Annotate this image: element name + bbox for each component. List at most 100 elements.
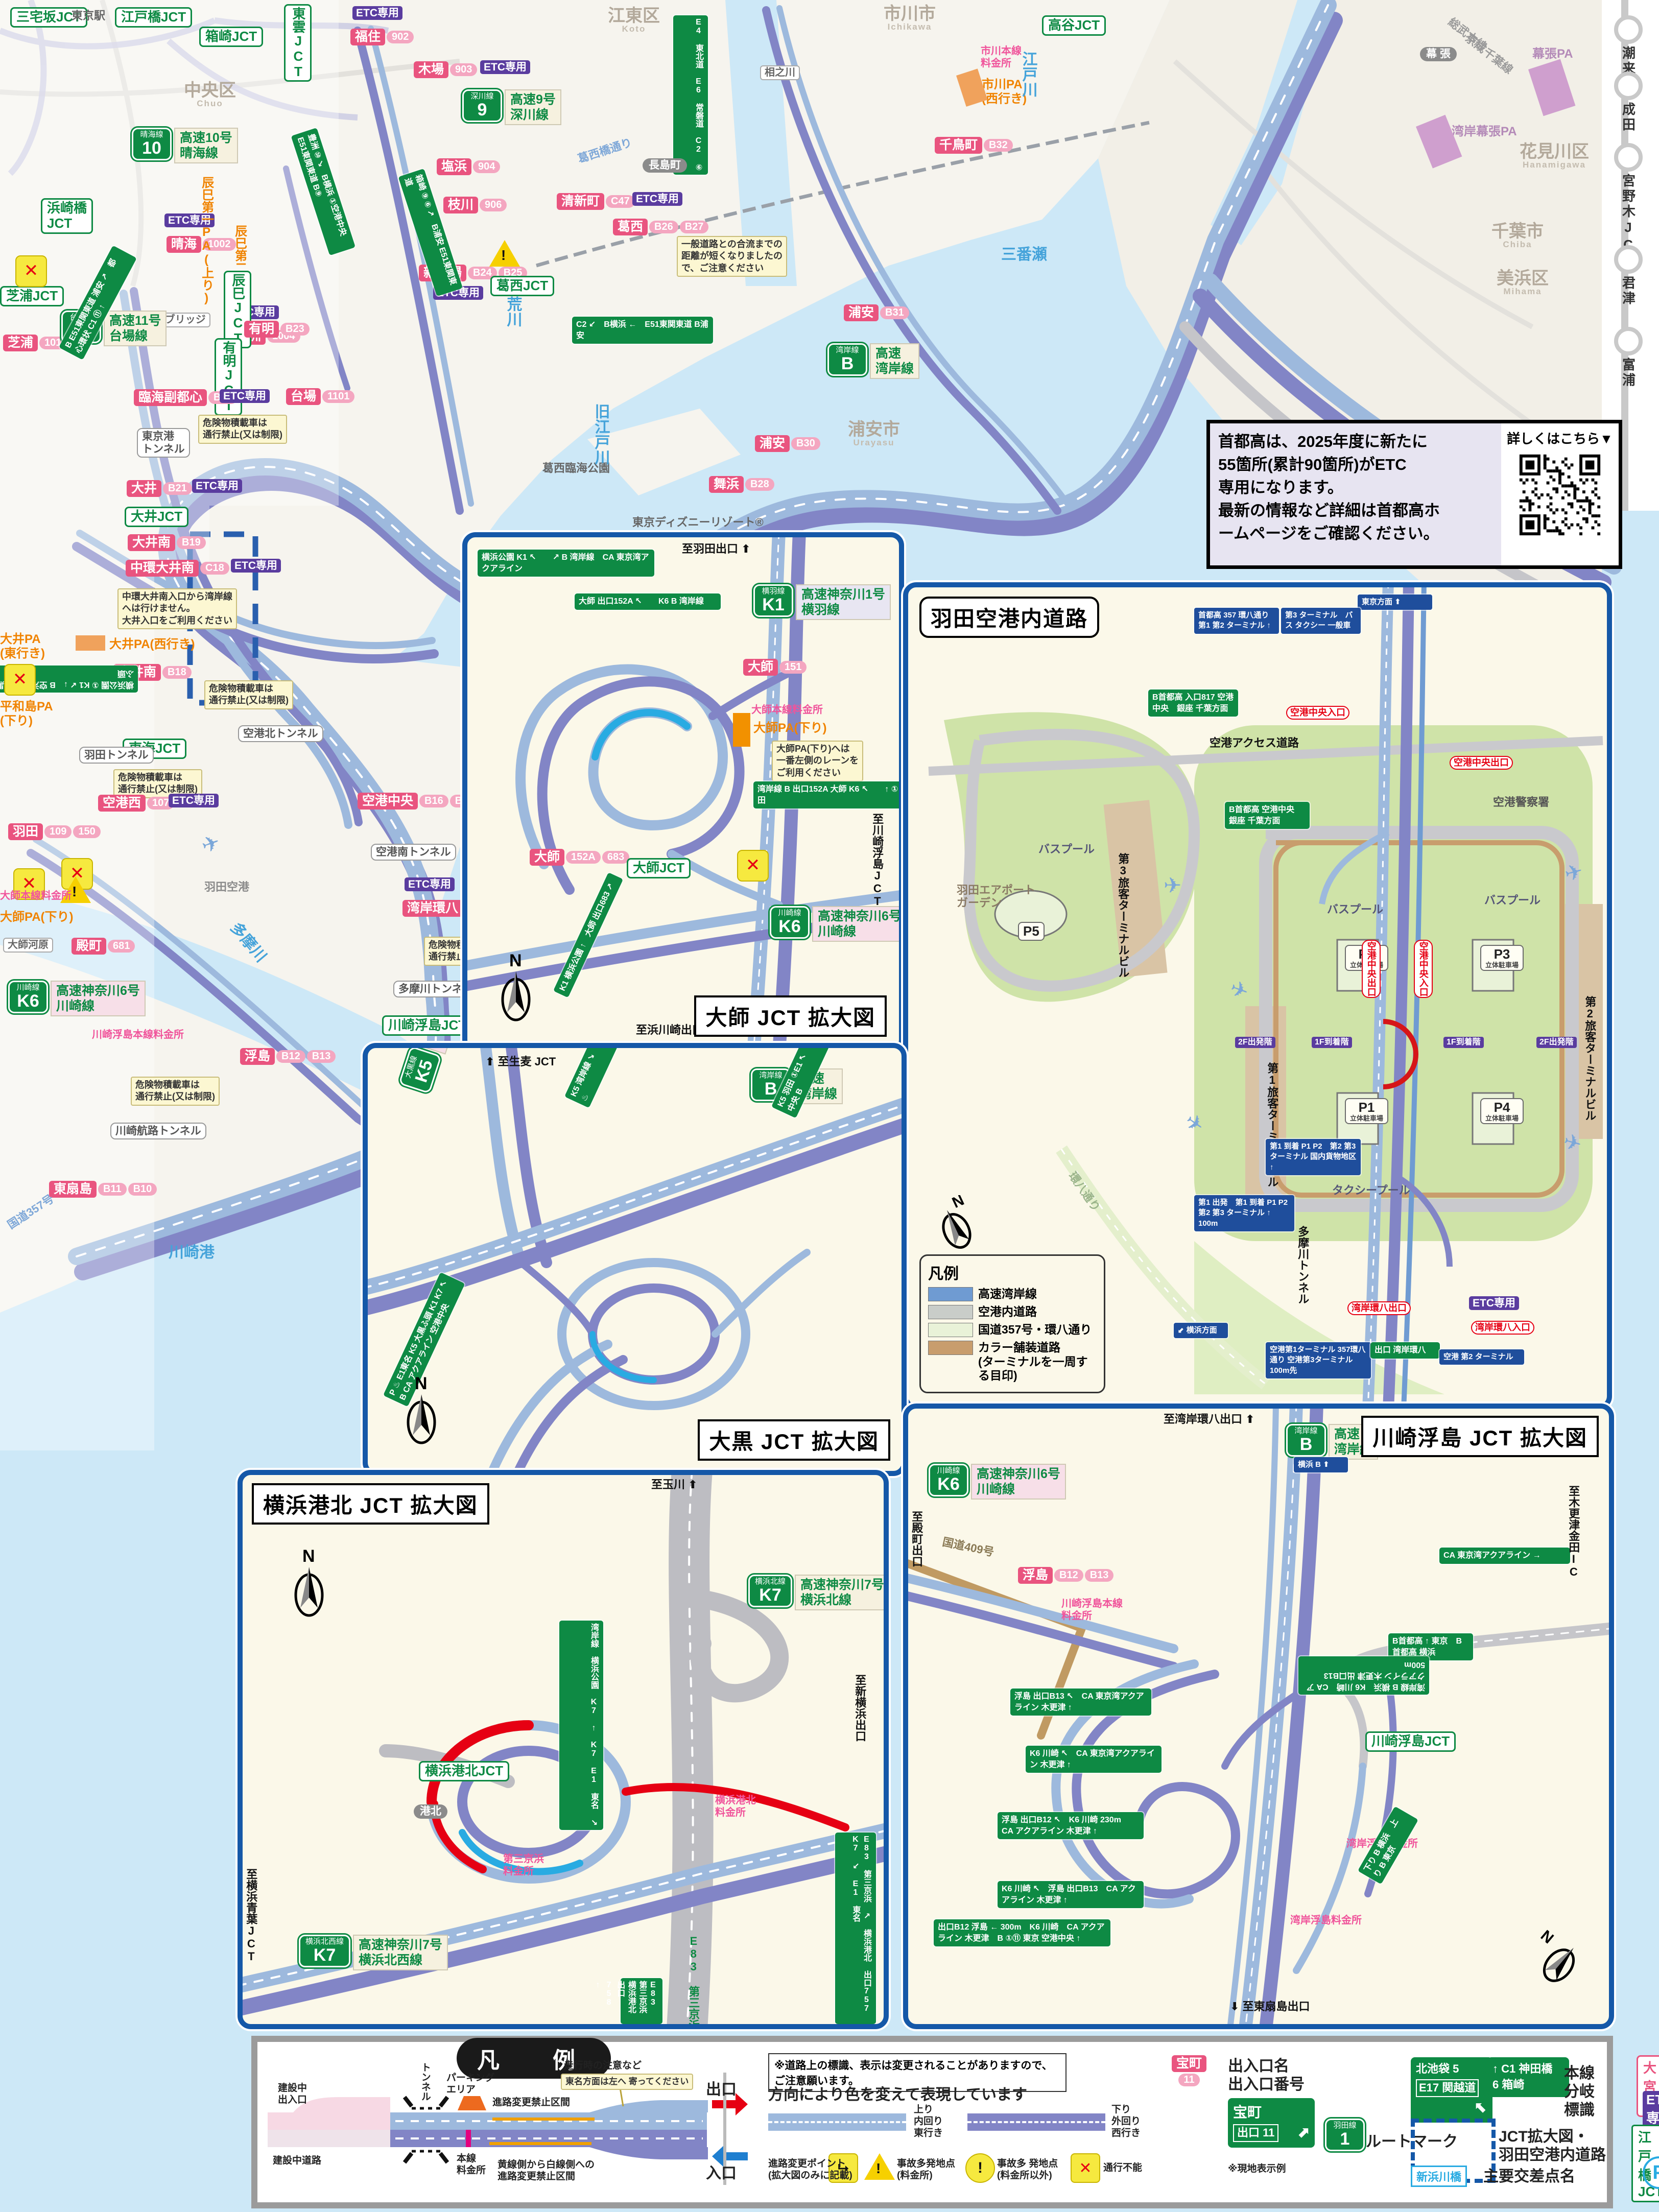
crossing-badge: 新浜川橋	[1411, 2166, 1467, 2187]
haneda-labels: 東京方面 ⬆首都高 357 環八通り 第1 第2 ターミナル ↑第3 ターミナル…	[908, 587, 1607, 1405]
warn-label: !	[60, 876, 91, 903]
note-label: 危険物積載車は通行禁止(又は制限)	[131, 1077, 220, 1106]
water-label: 三番瀬	[1001, 246, 1047, 263]
bsign-label: 第1 出発 第1 到着 P1 P2 第2 第3 ターミナル ↑ 100m	[1194, 1195, 1295, 1231]
sign-label: E83 第三京浜 横浜港北 出口758 ↑	[594, 1978, 662, 2024]
legend-title: 凡 例	[457, 2038, 611, 2079]
note-label: 危険物積載車は通行禁止(又は制限)	[113, 769, 202, 798]
dir-label: 多摩川トンネル	[1296, 1226, 1310, 1304]
plain-label: 空港警察署	[1493, 796, 1550, 808]
etc-label: ETC専用	[1469, 1296, 1519, 1310]
bsign-label: ⬋ 横浜方面	[1174, 1323, 1228, 1339]
inset-title-ukishima: 川崎浮島 JCT 拡大図	[1361, 1416, 1599, 1457]
etc-label: ETC専用	[169, 794, 219, 807]
daishi-labels: 至羽田出口 ⬆横浜公園 K1 ↖ ↗ B 湾岸線 CA 東京湾アクアライン大師 …	[467, 537, 899, 1048]
legend-down-road-sample	[967, 2113, 1105, 2131]
etc-notice: 首都高は、2025年度に新たに 55箇所(累計90箇所)がETC 専用になります…	[1206, 420, 1622, 569]
dir-label: 至新横浜出口	[854, 1674, 867, 1742]
pa-label: 大師PA(下り)	[0, 910, 74, 924]
legend-tunnel: トンネル	[419, 2062, 431, 2101]
red-label: 空港中央出口	[1450, 756, 1513, 770]
jct-label: 芝浦JCT	[0, 286, 64, 306]
sign-label: B首都高 空港中央 銀座 千葉方面	[1225, 802, 1310, 829]
gray-label: 幕 張	[1420, 47, 1457, 62]
sign-label: 浮島 出口B12 ↖ K6 川崎 230m CA アクアライン 木更津 ↑	[998, 1812, 1144, 1840]
plane-label: ✈	[198, 829, 224, 859]
tunnel-label: 東京港トンネル	[137, 428, 190, 458]
sign-label: 湾岸線 横浜公園 K7 ↑ K7 E1 東名 ↘	[559, 1621, 603, 1830]
dir-label: 第2旅客ターミナルビル	[1583, 996, 1597, 1121]
impassable-icon: ✕	[1071, 2153, 1100, 2183]
red-label: 空港中央入口	[1414, 940, 1433, 998]
plain-label: バスプール	[1484, 894, 1541, 907]
route-label: 大黒線K5高速神奈川5号大黒線	[398, 1048, 475, 1095]
red-label: 湾岸環八出口	[1347, 1301, 1411, 1315]
bsign-label: 第1 到着 P1 P2 第2 第3 ターミナル 国内貨物地区 ↑	[1266, 1139, 1361, 1175]
rect-label	[76, 635, 105, 651]
sign-place-name: 宝町	[1233, 2104, 1262, 2120]
sign-label: 出口 湾岸環八	[1370, 1342, 1440, 1359]
etc-label: ETC専用	[220, 389, 270, 403]
branch-sign-right: ↑ C1 神田橋 6 箱崎	[1487, 2057, 1569, 2097]
xicon-label: ✕	[737, 850, 769, 882]
jct-label: 大井JCT	[125, 507, 189, 527]
haneda-legend: 凡例 高速湾岸線空港内道路国道357号・環八通りカラー舗装道路 (ターミナルを一…	[919, 1254, 1105, 1393]
legend-nochange: 進路変更禁止区間	[492, 2097, 571, 2108]
crossing-label: 主要交差点名	[1483, 2168, 1575, 2185]
pa2-label: 幕張PA	[1532, 47, 1573, 61]
water-label: 多摩川	[227, 919, 270, 966]
rect-label	[1528, 59, 1576, 116]
plane-label: ✈	[1164, 873, 1182, 897]
water-label: 川崎港	[169, 1244, 215, 1261]
jct-label: 横浜港北JCT	[419, 1761, 510, 1781]
etc-label: ETC専用	[164, 213, 215, 227]
bsign-label: 空港 第2 ターミナル	[1439, 1349, 1524, 1365]
rect-label	[956, 68, 988, 107]
legend-up-label: 上り 内回り 東行き	[914, 2104, 943, 2138]
warn-label: !	[489, 240, 520, 267]
dir-label: ⬆ 至生麦 JCT	[485, 1055, 556, 1068]
legend-exit-caption: 出入口名 出入口番号	[1228, 2058, 1305, 2093]
plane-label: ✈	[1180, 1108, 1209, 1138]
legend-jct-area: JCT拡大図・ 羽田空港内道路	[1499, 2128, 1606, 2163]
pk-label: P5	[1018, 922, 1045, 941]
jct-label: 箱崎JCT	[199, 27, 264, 47]
broad-label: 国道409号	[941, 1535, 996, 1559]
haneda-legend-title: 凡例	[928, 1266, 959, 1282]
pa-label: 大師PA(下り)	[753, 721, 827, 735]
legend-under-road: 建設中道路	[273, 2155, 322, 2166]
toll-label: 大師本線料金所	[0, 890, 72, 901]
legend-entry: 入口	[706, 2165, 737, 2182]
exit-name-badge: 宝町	[1172, 2055, 1207, 2072]
legend-under-exit: 建設中 出入口	[278, 2083, 307, 2105]
compass-icon: N	[1537, 1927, 1575, 1982]
floor-label: 1F到着階	[1312, 1037, 1352, 1049]
etc-label: ETC専用	[480, 60, 530, 74]
sign-label: 大師 出口152A ↖ K6 B 湾岸線	[575, 593, 721, 610]
legend-down-label: 下り 外回り 西行き	[1111, 2104, 1141, 2138]
qr-caption: 詳しくはこちら▼	[1507, 431, 1613, 446]
etc-entry-badge: ETC専用	[1643, 2091, 1659, 2128]
daikoku-labels: ⬆ 至生麦 JCT大黒線K5高速神奈川5号大黒線湾岸線B高速湾岸線至東扇島出口 …	[368, 1048, 902, 1471]
bsign-label: 首都高 357 環八通り 第1 第2 ターミナル ↑	[1194, 608, 1279, 634]
